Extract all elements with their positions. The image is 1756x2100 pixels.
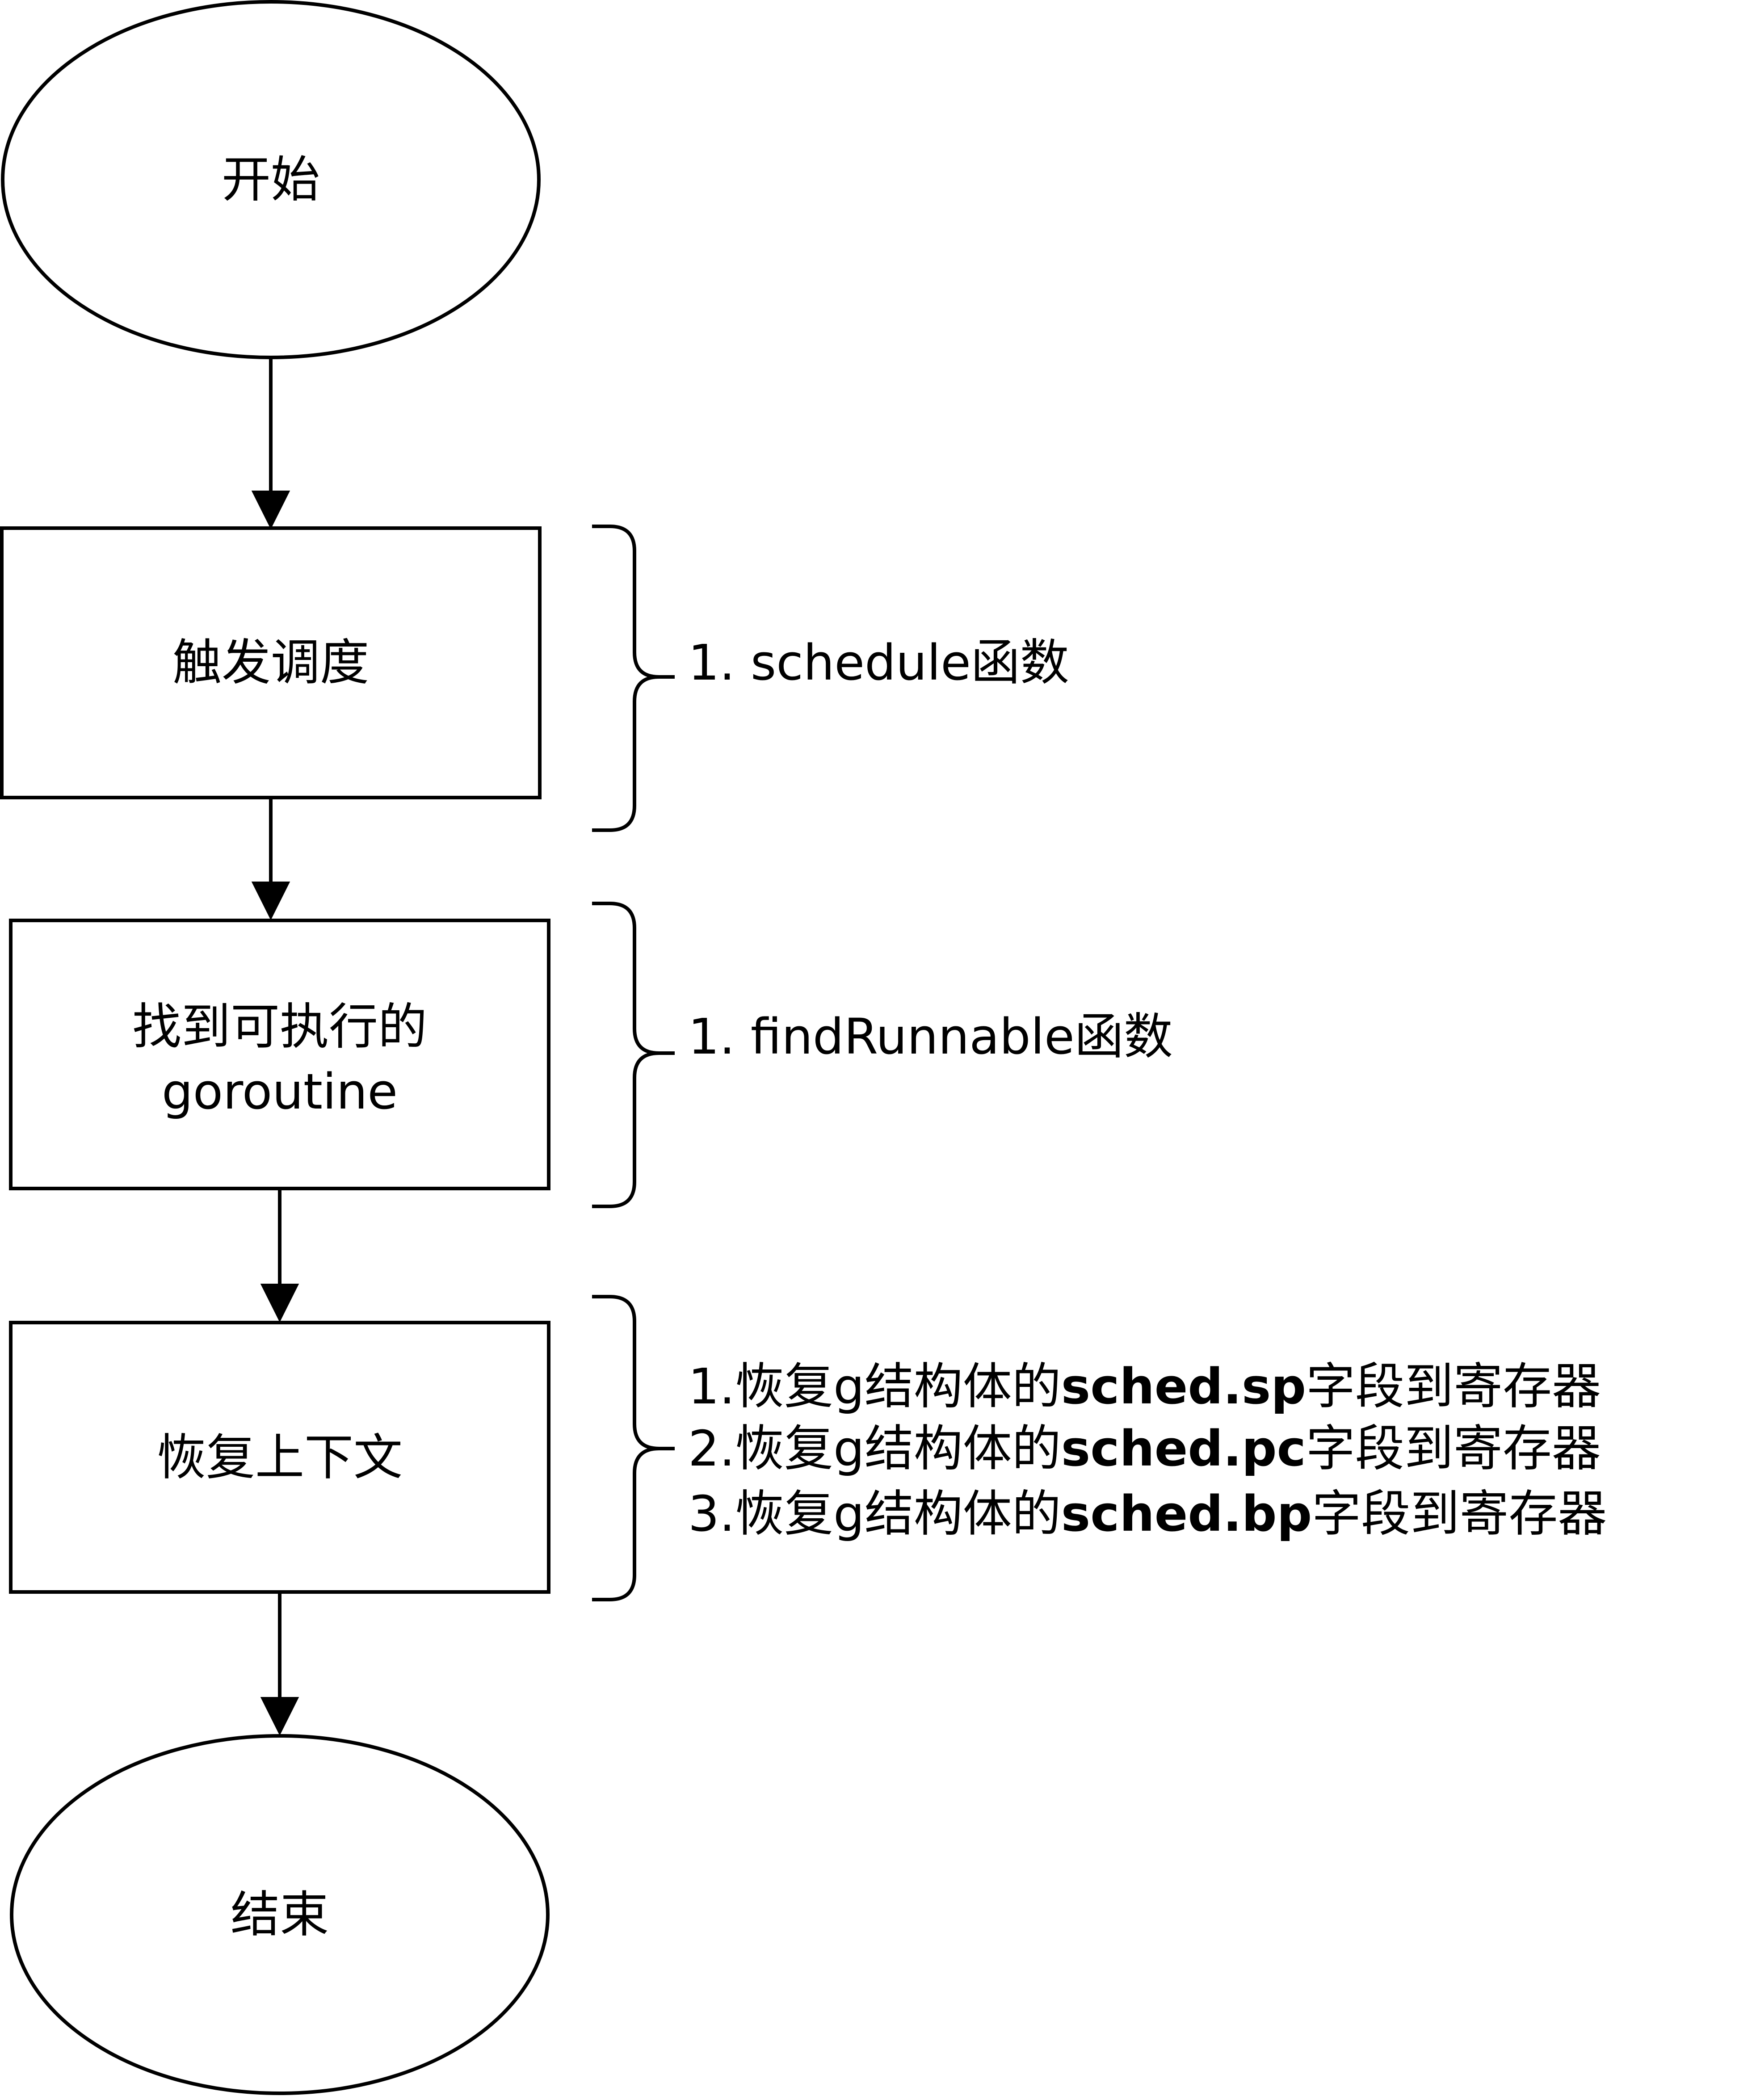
restore-label: 恢复上下文 [157, 1429, 403, 1486]
find-note: 1. findRunnable函数 [688, 1008, 1173, 1065]
trigger-note: 1. schedule函数 [688, 634, 1069, 691]
end-node: 结束 [10, 1734, 550, 2095]
restore-annotation: 1.恢复g结构体的sched.sp字段到寄存器 2.恢复g结构体的sched.p… [592, 1295, 1607, 1601]
end-label: 结束 [231, 1886, 329, 1943]
restore-note-1-suffix: 字段到寄存器 [1306, 1358, 1601, 1415]
find-node: 找到可执行的 goroutine [9, 919, 550, 1190]
trigger-annotation: 1. schedule函数 [592, 525, 1069, 832]
restore-note-2-suffix: 字段到寄存器 [1306, 1420, 1601, 1477]
trigger-label: 触发调度 [172, 634, 369, 691]
start-node: 开始 [1, 0, 541, 359]
restore-brace [592, 1295, 660, 1601]
restore-note-3-suffix: 字段到寄存器 [1312, 1485, 1607, 1542]
find-annotation: 1. findRunnable函数 [592, 902, 1173, 1208]
find-label-line1: 找到可执行的 [132, 998, 427, 1055]
trigger-box [0, 526, 542, 799]
restore-note-1-field: sched.sp [1061, 1358, 1306, 1415]
trigger-node: 触发调度 [0, 526, 542, 799]
restore-node: 恢复上下文 [9, 1321, 550, 1594]
restore-note-2-prefix: 2.恢复g结构体的 [688, 1420, 1061, 1477]
restore-box [9, 1321, 550, 1594]
find-brace [592, 902, 660, 1208]
restore-note-line-2: 2.恢复g结构体的sched.pc字段到寄存器 [688, 1420, 1601, 1477]
restore-note-3-prefix: 3.恢复g结构体的 [688, 1485, 1061, 1542]
restore-note-3-field: sched.bp [1061, 1485, 1312, 1542]
trigger-brace [592, 525, 660, 832]
arrow-find-to-restore [260, 1189, 299, 1323]
find-label-line2: goroutine [162, 1063, 398, 1120]
end-ellipse [10, 1734, 550, 2095]
arrow-trigger-to-find [251, 798, 290, 920]
restore-note-1-prefix: 1.恢复g结构体的 [688, 1358, 1061, 1415]
restore-note-2-field: sched.pc [1061, 1420, 1306, 1477]
arrow-start-to-trigger [251, 357, 290, 529]
restore-note-line-3: 3.恢复g结构体的sched.bp字段到寄存器 [688, 1485, 1607, 1542]
restore-note-line-1: 1.恢复g结构体的sched.sp字段到寄存器 [688, 1358, 1601, 1415]
arrow-restore-to-end [260, 1592, 299, 1736]
find-box [9, 919, 550, 1190]
start-label: 开始 [222, 151, 320, 208]
